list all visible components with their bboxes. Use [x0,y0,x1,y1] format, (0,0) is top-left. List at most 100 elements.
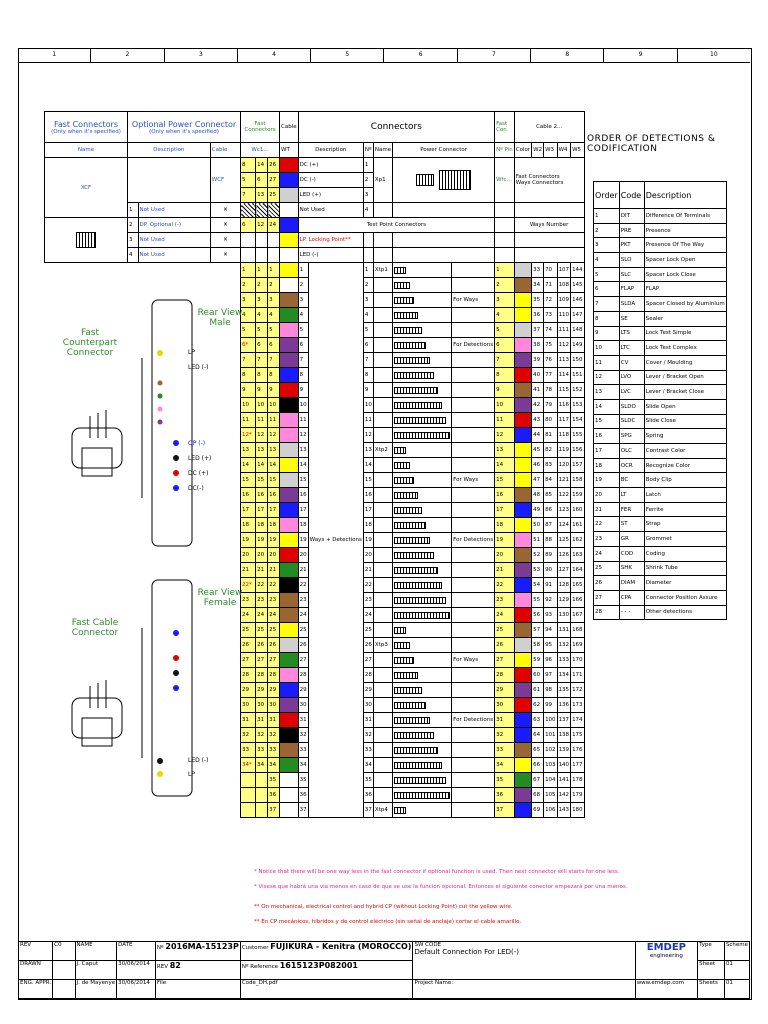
wire-swatch-2 [513,277,533,293]
wire-swatch [279,487,299,503]
conn-nr: 23 [362,592,374,608]
order-code: LVO [618,369,645,386]
tp-pic [392,382,453,398]
ways-number: 104 [543,772,558,788]
desc-nr: 1 [297,262,309,278]
wc1: 25 [239,622,257,638]
tp-pic [392,337,453,353]
opt-x: ✕ [209,217,242,233]
wc-cell [267,202,280,218]
order-desc: Shrink Tube [643,560,727,577]
conn-nr: 16 [362,487,374,503]
female-lp-label: LP [188,771,195,778]
tp-label [451,322,496,338]
order-nr: 4 [593,252,620,268]
order-col-order: Order [593,181,620,209]
tp-pic [392,472,453,488]
xp1-cell: Xp1 [372,157,394,203]
note-1: * Notice that there will be one way less… [254,869,620,875]
wc2: 2 [255,277,269,293]
wc3: 19 [267,532,280,548]
optional-power-header: Optional Power Connector(Only when it's … [127,111,241,143]
wire-swatch [279,427,299,443]
desc-nr: 36 [297,787,309,803]
xtp-name [372,532,394,548]
wc2: 23 [255,592,269,608]
tp-pic [392,562,453,578]
xtp-name: Xtp1 [372,262,394,278]
xtp-name [372,382,394,398]
wire-swatch-2 [513,772,533,788]
col-name: Name [44,142,128,158]
wire-swatch [279,682,299,698]
test-point-connector-icon [394,326,423,334]
ways-number: 126 [556,547,572,563]
tb-rev: REV [17,941,54,961]
wire-swatch-2 [513,757,533,773]
wc3: 7 [267,352,280,368]
tb-type-label: Type [697,941,725,961]
fc-nr: 18 [494,517,515,533]
wire-swatch [279,292,299,308]
order-code: GR [618,531,645,547]
order-nr: 25 [593,560,620,577]
ways-number: 138 [556,727,572,743]
conn-nr: 1 [362,262,374,278]
opt-w [513,232,585,248]
order-desc: Grommet [643,531,727,547]
order-title: ORDER OF DETECTIONS & CODIFICATION [587,134,716,154]
desc-nr: 7 [297,352,309,368]
wc2 [255,772,269,788]
ruler-col: 7 [458,48,532,62]
ways-number: 74 [543,322,558,338]
wc3: 35 [267,772,280,788]
tp-label [451,577,496,593]
desc-nr: 9 [297,382,309,398]
ways-number: 101 [543,727,558,743]
opt-swatch [279,232,299,248]
tp-pic [392,517,453,533]
desc-nr: 10 [297,397,309,413]
ways-number: 161 [570,517,585,533]
wc2: 34 [255,757,269,773]
order-nr: 15 [593,413,620,430]
wire-color-swatch [279,187,299,203]
order-desc: Presence [643,222,727,239]
wc2: 15 [255,472,269,488]
ways-number: 87 [543,517,558,533]
order-nr: 12 [593,369,620,386]
fc-nr: 25 [494,622,515,638]
test-point-connector-icon [394,791,451,799]
wire-swatch-2 [513,577,533,593]
wire-swatch [279,307,299,323]
order-nr: 8 [593,310,620,327]
xtp-name [372,307,394,323]
xtp-name [372,787,394,803]
order-desc: Difference Of Terminals [643,208,727,224]
wc3: 26 [267,637,280,653]
order-nr: 27 [593,589,620,606]
ways-number: 43 [531,412,545,428]
wc3: 14 [267,457,280,473]
fc-nr: 3 [494,292,515,308]
xtp-name [372,277,394,293]
cable-header: Cable [279,111,299,143]
fc-nr: 8 [494,367,515,383]
pc-blank [392,202,496,218]
tp-label [451,607,496,623]
wc3: 25 [267,622,280,638]
ways-number: 120 [556,457,572,473]
tp-pic [392,607,453,623]
tp-label [451,547,496,563]
col-wt: WT [279,142,299,158]
ways-number: 124 [556,517,572,533]
ways-number: 34 [531,277,545,293]
